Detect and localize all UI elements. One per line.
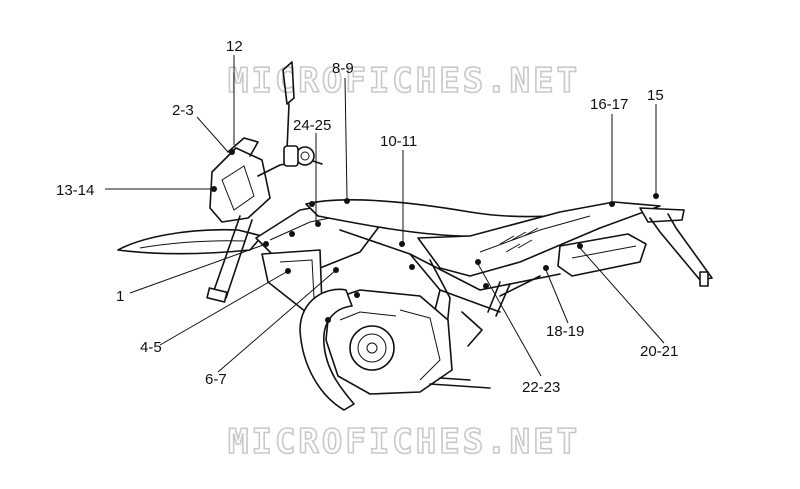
leader-lines [105,55,665,377]
callout-18-19: 18-19 [546,323,584,340]
callout-12: 12 [226,38,243,55]
callout-4-5: 4-5 [140,339,162,356]
watermark-bottom: MICROFICHES.NET [228,422,580,462]
watermark-top: MICROFICHES.NET [228,61,580,101]
license-plate-bracket [649,213,713,281]
callout-6-7: 6-7 [205,371,227,388]
mirror [282,61,295,105]
callout-2-3: 2-3 [172,102,194,119]
callout-10-11: 10-11 [380,133,417,150]
callout-24-25: 24-25 [293,117,331,134]
tail-light [639,207,685,223]
motorcycle-illustration [117,61,713,411]
callout-20-21: 20-21 [640,343,678,360]
headlight-cowl [209,147,271,223]
radiator-guard [299,288,355,411]
callout-15: 15 [647,87,664,104]
rear-side-panel [417,201,661,277]
front-fork [211,215,253,299]
callout-22-23: 22-23 [522,379,560,396]
windscreen [227,137,259,157]
callout-labels: 12 2-3 13-14 1 4-5 6-7 8-9 24-25 10-11 1… [56,38,678,396]
callout-16-17: 16-17 [590,96,628,113]
callout-13-14: 13-14 [56,182,94,199]
callout-1: 1 [116,288,124,305]
rear-shock [487,281,511,317]
engine [325,289,453,395]
callout-8-9: 8-9 [332,60,354,77]
footpeg [429,377,491,389]
side-vents [499,227,539,253]
